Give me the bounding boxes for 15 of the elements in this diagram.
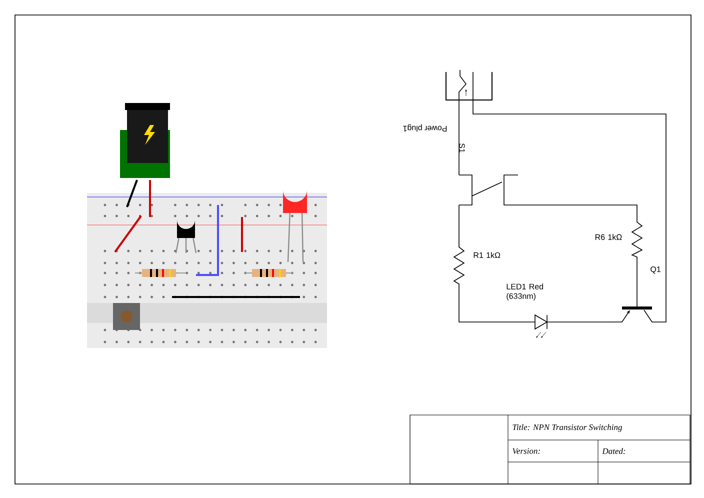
component-label: R1 1kΩ	[474, 252, 500, 258]
component-label: R6 1kΩ	[595, 234, 622, 240]
title-block-text: Version:	[512, 448, 540, 454]
component-label: LED1 Red (633nm)	[506, 284, 544, 300]
wire	[518, 204, 638, 216]
component-label: Power plug1	[403, 124, 447, 132]
wire	[458, 290, 530, 322]
wire	[458, 100, 460, 176]
component-label: S1	[459, 143, 465, 152]
title-block-text: Dated:	[602, 448, 626, 454]
title-block-text: Title: NPN Transistor Switching	[512, 424, 622, 432]
wire	[458, 204, 460, 240]
wire	[636, 260, 638, 306]
wire	[472, 100, 666, 322]
component-label: Q1	[650, 266, 660, 274]
